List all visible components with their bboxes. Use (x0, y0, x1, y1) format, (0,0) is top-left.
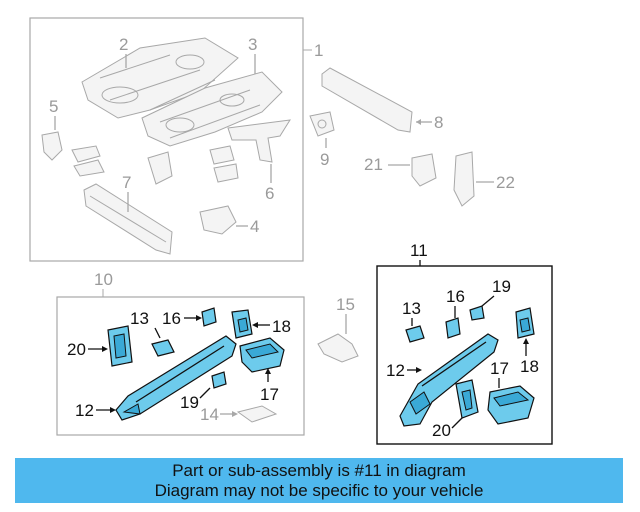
callout-14[interactable]: 14 (200, 405, 219, 424)
group-1-box (29, 17, 304, 262)
callout-1[interactable]: 1 (314, 41, 323, 60)
callout-19-right[interactable]: 19 (492, 277, 511, 296)
group-10-box (56, 296, 305, 436)
callout-18-left[interactable]: 18 (272, 317, 291, 336)
callout-20-left[interactable]: 20 (67, 340, 86, 359)
rail-8-ghost (321, 67, 413, 133)
callout-12-right[interactable]: 12 (386, 361, 405, 380)
cross-member-ghost (227, 119, 291, 163)
callout-15[interactable]: 15 (336, 295, 355, 314)
parts-diagram: 1 2 3 5 6 7 4 8 9 21 22 10 (29, 17, 553, 445)
bracket-17-right (487, 385, 535, 425)
callout-11[interactable]: 11 (410, 241, 428, 260)
info-banner: Part or sub-assembly is #11 in diagram D… (15, 458, 623, 503)
callout-4[interactable]: 4 (250, 217, 259, 236)
callout-16-left[interactable]: 16 (162, 309, 181, 328)
callout-21[interactable]: 21 (364, 155, 383, 174)
callout-13-left[interactable]: 13 (130, 309, 149, 328)
group-11-box (376, 265, 553, 445)
bracket-13-left (151, 339, 175, 357)
bracket-19-left (211, 371, 227, 389)
callout-10[interactable]: 10 (94, 270, 113, 289)
callout-7[interactable]: 7 (122, 173, 131, 192)
callout-22[interactable]: 22 (496, 173, 515, 192)
callout-9[interactable]: 9 (320, 150, 329, 169)
callout-19-left[interactable]: 19 (180, 393, 199, 412)
banner-line-1: Part or sub-assembly is #11 in diagram (172, 461, 466, 480)
callout-16-right[interactable]: 16 (446, 287, 465, 306)
callout-5[interactable]: 5 (49, 97, 58, 116)
callout-3[interactable]: 3 (248, 35, 257, 54)
bracket-16-right (445, 317, 461, 339)
callout-18-right[interactable]: 18 (520, 357, 539, 376)
callout-17-right[interactable]: 17 (490, 359, 509, 378)
callout-17-left[interactable]: 17 (260, 385, 279, 404)
banner-line-2: Diagram may not be specific to your vehi… (154, 481, 484, 500)
callout-6[interactable]: 6 (265, 184, 274, 203)
bracket-16-left (201, 307, 217, 327)
callout-2[interactable]: 2 (119, 35, 128, 54)
callout-12-left[interactable]: 12 (75, 401, 94, 420)
callout-13-right[interactable]: 13 (402, 299, 421, 318)
bracket-13-right (405, 325, 425, 343)
bracket-19-right (469, 305, 485, 321)
callout-8[interactable]: 8 (434, 113, 443, 132)
callout-20-right[interactable]: 20 (432, 421, 451, 440)
